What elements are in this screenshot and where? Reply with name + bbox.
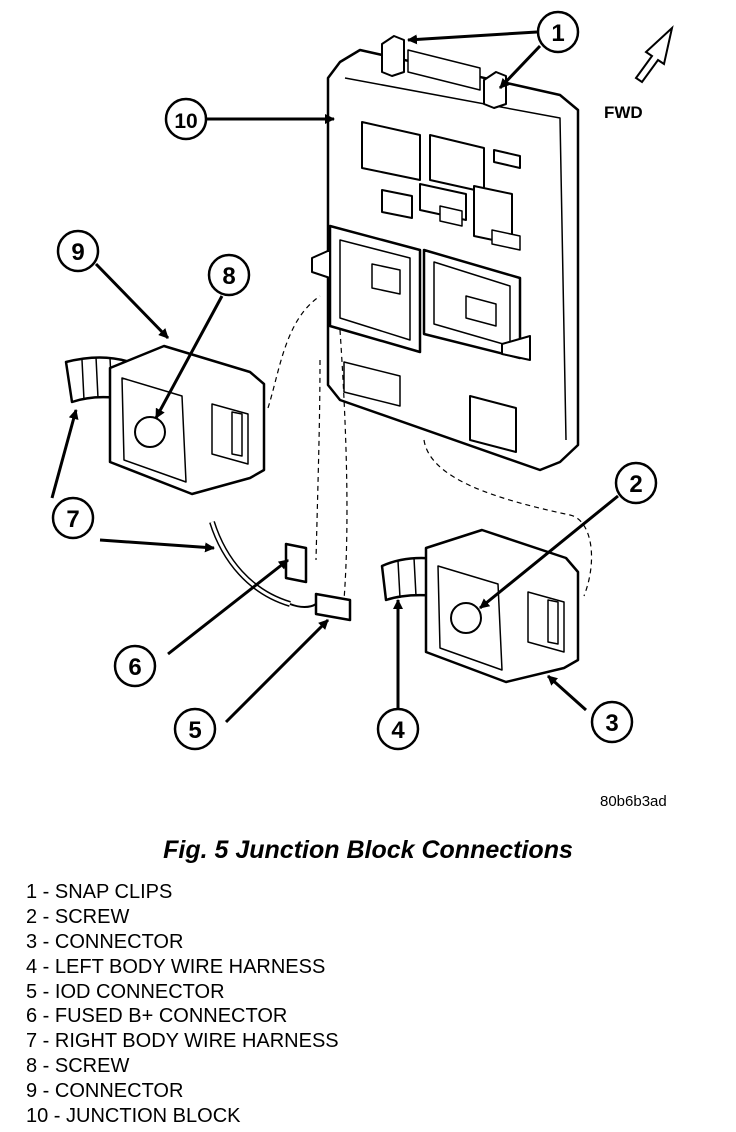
legend-item: 4 - LEFT BODY WIRE HARNESS <box>26 955 326 978</box>
legend-item: 9 - CONNECTOR <box>26 1080 184 1103</box>
legend-list: 1 - SNAP CLIPS 2 - SCREW 3 - CONNECTOR 4… <box>26 880 339 1129</box>
legend-item: 1 - SNAP CLIPS <box>26 881 173 903</box>
legend-item: 2 - SCREW <box>26 905 130 928</box>
leader-arrows <box>50 30 619 724</box>
svg-text:9: 9 <box>71 239 84 266</box>
legend-item: 6 - FUSED B+ CONNECTOR <box>26 1005 288 1028</box>
svg-text:3: 3 <box>605 710 618 737</box>
callout-8: 8 <box>207 253 251 297</box>
callout-5: 5 <box>173 707 217 751</box>
legend-item: 8 - SCREW <box>26 1055 130 1078</box>
connector-9 <box>64 344 266 496</box>
callout-2: 2 <box>614 461 658 505</box>
connector-3 <box>380 528 580 684</box>
svg-text:10: 10 <box>174 110 197 133</box>
svg-text:7: 7 <box>66 506 79 533</box>
junction-block <box>311 35 580 472</box>
legend-item: 3 - CONNECTOR <box>26 930 184 953</box>
callout-7: 7 <box>51 496 95 540</box>
svg-text:6: 6 <box>128 654 141 681</box>
fwd-label: FWD <box>604 103 643 122</box>
callout-9: 9 <box>56 229 100 273</box>
connection-paths <box>267 295 593 601</box>
legend-item: 5 - IOD CONNECTOR <box>26 980 225 1003</box>
svg-text:2: 2 <box>629 471 642 498</box>
svg-text:5: 5 <box>188 717 201 744</box>
fused-b-plus-and-iod-connectors <box>209 521 352 622</box>
callout-3: 3 <box>590 700 634 744</box>
svg-text:1: 1 <box>551 20 564 47</box>
svg-text:4: 4 <box>391 717 405 744</box>
callout-6: 6 <box>113 644 157 688</box>
fwd-arrow-icon <box>634 25 674 84</box>
callout-4: 4 <box>376 707 420 751</box>
legend-item: 10 - JUNCTION BLOCK <box>26 1105 241 1128</box>
legend-item: 7 - RIGHT BODY WIRE HARNESS <box>26 1030 339 1053</box>
callout-1: 1 <box>536 10 580 54</box>
svg-text:8: 8 <box>222 263 235 290</box>
figure-id: 80b6b3ad <box>600 793 667 810</box>
callout-10: 10 <box>164 97 208 141</box>
junction-block-diagram: FWD <box>50 10 674 810</box>
figure-caption: Fig. 5 Junction Block Connections <box>163 836 573 864</box>
